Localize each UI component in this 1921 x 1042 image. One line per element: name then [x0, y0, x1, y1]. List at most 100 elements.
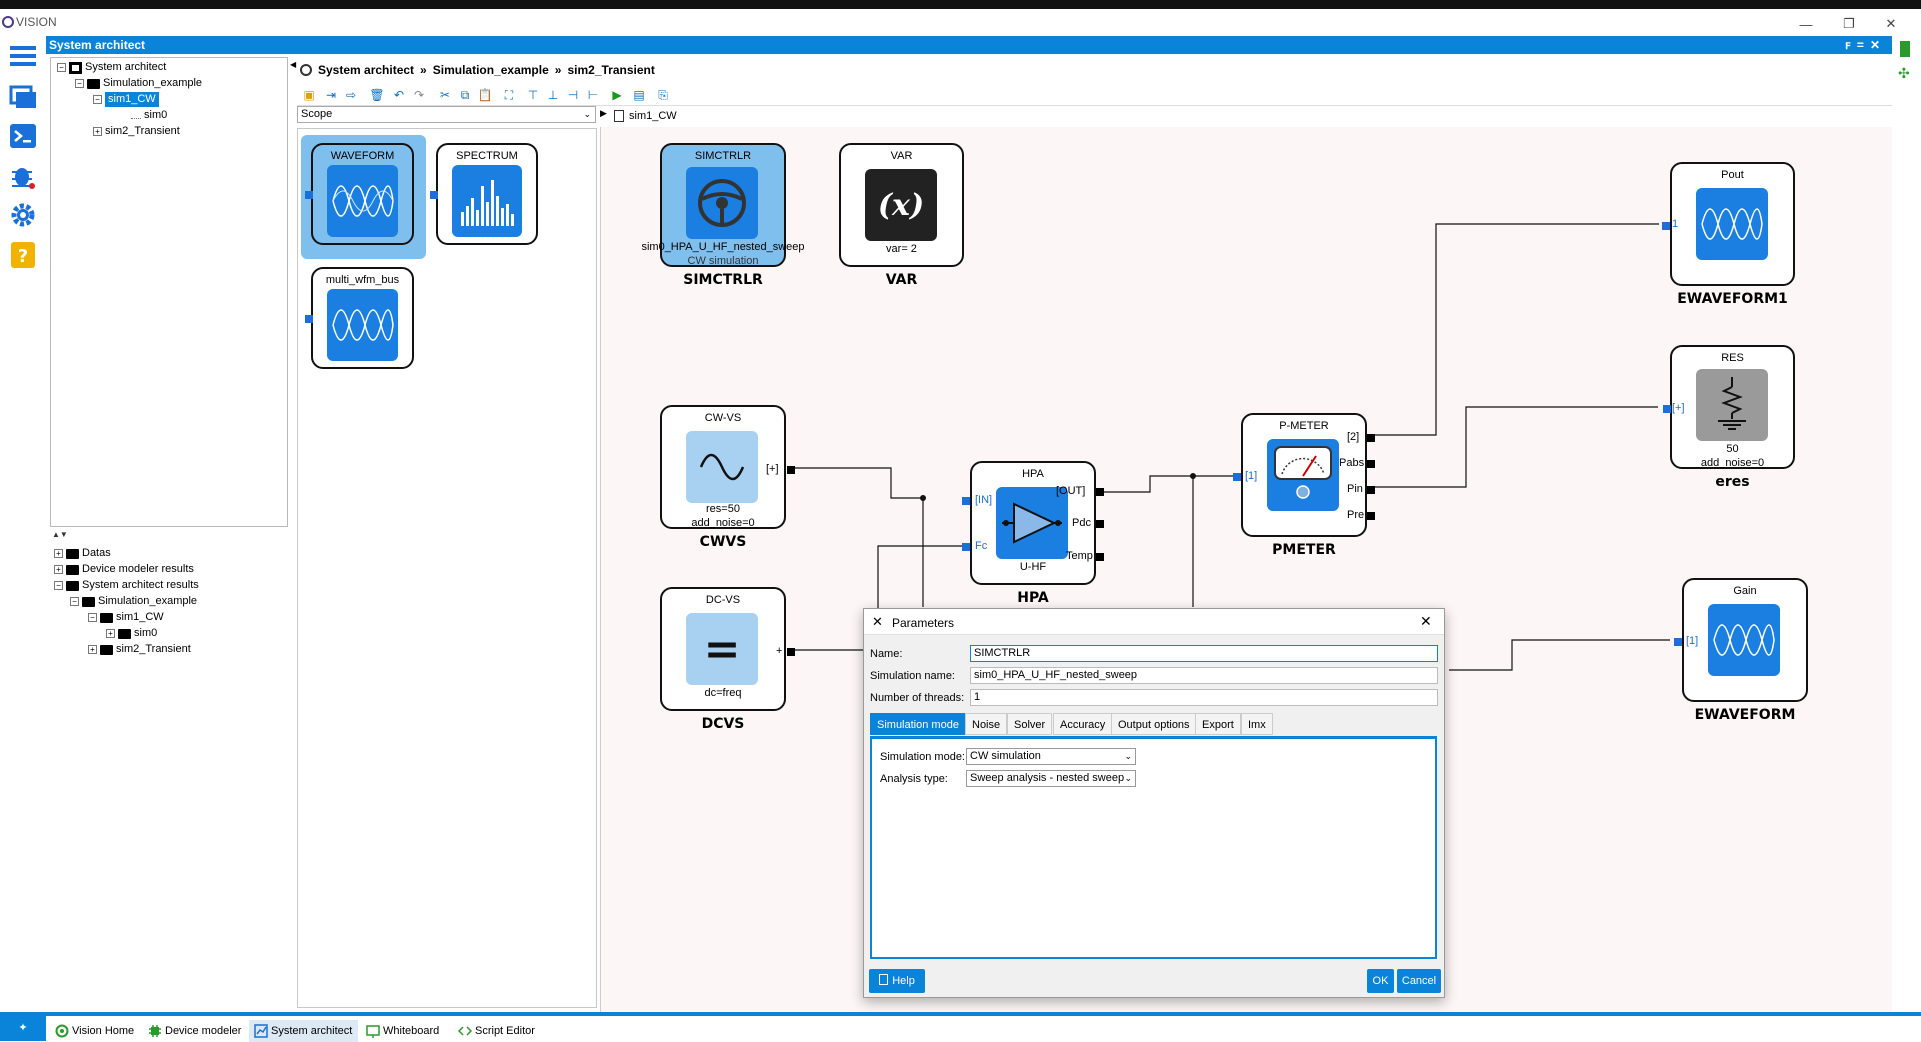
- tree-item-sim1-cw[interactable]: − sim1_CW: [93, 92, 159, 107]
- tab-vision-home[interactable]: Vision Home: [50, 1020, 140, 1042]
- tree-item-simulation-example[interactable]: − Simulation_example: [75, 76, 202, 91]
- minimize-button[interactable]: —: [1799, 16, 1813, 32]
- simulation-mode-select[interactable]: CW simulation ⌄: [966, 748, 1136, 765]
- settings-gear-icon[interactable]: [6, 198, 40, 232]
- output-port-pdc[interactable]: [1096, 520, 1104, 528]
- ok-button[interactable]: OK: [1367, 969, 1394, 993]
- collapse-icon[interactable]: −: [54, 581, 63, 590]
- console-icon[interactable]: ▤: [633, 88, 645, 102]
- align-left-icon[interactable]: ⊣: [567, 88, 579, 102]
- tree-item-device-modeler-results[interactable]: + Device modeler results: [54, 562, 194, 577]
- tab-whiteboard[interactable]: Whiteboard: [361, 1020, 445, 1042]
- run-icon[interactable]: ▶: [612, 88, 622, 102]
- palette-item-multi-wfm-bus[interactable]: multi_wfm_bus: [305, 267, 414, 369]
- input-port[interactable]: [305, 191, 313, 199]
- input-port[interactable]: [305, 315, 313, 323]
- collapse-icon[interactable]: −: [93, 95, 102, 104]
- input-port[interactable]: [1663, 405, 1671, 413]
- input-port[interactable]: [1662, 222, 1670, 230]
- copy-icon[interactable]: ⧉: [460, 87, 470, 102]
- save-icon[interactable]: ▣: [303, 88, 315, 102]
- simulation-name-field[interactable]: sim0_HPA_U_HF_nested_sweep: [970, 667, 1438, 684]
- terminal-icon[interactable]: [6, 119, 40, 153]
- expand-icon[interactable]: +: [93, 127, 102, 136]
- menu-icon[interactable]: [6, 39, 40, 73]
- input-port-in[interactable]: [962, 497, 970, 505]
- redo-icon[interactable]: ↷: [413, 88, 425, 102]
- block-gain[interactable]: Gain [1]: [1674, 578, 1808, 702]
- folders-icon[interactable]: [6, 79, 40, 113]
- help-icon[interactable]: ?: [6, 238, 40, 272]
- tab-accuracy[interactable]: Accuracy: [1053, 713, 1113, 735]
- delete-icon[interactable]: 🗑: [369, 88, 385, 102]
- tree-item-sim2-transient[interactable]: + sim2_Transient: [93, 124, 180, 139]
- expand-icon[interactable]: +: [106, 629, 115, 638]
- bug-icon[interactable]: [6, 159, 40, 193]
- input-port[interactable]: [1674, 638, 1682, 646]
- panel-header-buttons[interactable]: ꜰ=✕: [1845, 38, 1886, 52]
- input-port[interactable]: [430, 191, 438, 199]
- block-cwvs[interactable]: CW-VS res=50 add_noise=0 [+]: [660, 405, 795, 529]
- output-port-2[interactable]: [1367, 434, 1375, 442]
- output-port[interactable]: [787, 466, 795, 474]
- close-window-button[interactable]: ✕: [1885, 16, 1897, 31]
- tab-solver[interactable]: Solver: [1007, 713, 1053, 735]
- document-export-icon[interactable]: ⎘: [658, 87, 668, 102]
- tab-script-editor[interactable]: Script Editor: [453, 1020, 541, 1042]
- tab-noise[interactable]: Noise: [965, 713, 1008, 735]
- block-simctrlr[interactable]: SIMCTRLR: [660, 143, 786, 267]
- block-res[interactable]: RES [+] 50 add_noise=0: [1663, 345, 1795, 469]
- input-port[interactable]: [1233, 473, 1241, 481]
- pin-icon[interactable]: ✣: [1898, 65, 1910, 81]
- export-icon[interactable]: ⇨: [345, 88, 357, 102]
- block-pout[interactable]: Pout 1: [1662, 162, 1795, 286]
- home-icon[interactable]: [300, 64, 312, 76]
- align-right-icon[interactable]: ⊢: [587, 88, 599, 102]
- block-hpa[interactable]: HPA [IN] Fc [OUT] Pdc Temp U-HF: [962, 461, 1104, 585]
- tab-expand-icon[interactable]: ▶: [600, 108, 607, 118]
- cancel-button[interactable]: Cancel: [1397, 969, 1441, 993]
- breadcrumb-item[interactable]: Simulation_example: [432, 63, 549, 77]
- tree-item-system-architect[interactable]: − System architect: [57, 60, 166, 75]
- fit-view-icon[interactable]: ⛶: [504, 87, 514, 102]
- maximize-button[interactable]: ❐: [1843, 16, 1855, 31]
- paste-icon[interactable]: 📋: [477, 88, 493, 102]
- collapse-icon[interactable]: −: [57, 63, 66, 72]
- splitter-arrows-icon[interactable]: ▲▼: [52, 530, 68, 539]
- tree-item-system-architect-results[interactable]: − System architect results: [54, 578, 199, 593]
- collapse-icon[interactable]: −: [75, 79, 84, 88]
- tab-imx[interactable]: Imx: [1241, 713, 1273, 735]
- canvas-tab[interactable]: sim1_CW: [614, 108, 677, 124]
- align-bottom-icon[interactable]: ⊥: [547, 88, 559, 102]
- output-port-temp[interactable]: [1096, 553, 1104, 561]
- tree-item-sim0[interactable]: + sim0: [106, 626, 157, 641]
- align-top-icon[interactable]: ⊤: [527, 88, 539, 102]
- import-icon[interactable]: ⇥: [325, 88, 337, 102]
- tab-simulation-mode[interactable]: Simulation mode: [870, 713, 966, 735]
- output-port-out[interactable]: [1096, 488, 1104, 496]
- output-port-pabs[interactable]: [1367, 460, 1375, 468]
- dialog-titlebar[interactable]: ✕ Parameters ✕: [864, 609, 1444, 635]
- block-dcvs[interactable]: DC-VS = dc=freq +: [660, 587, 795, 711]
- breadcrumb-item[interactable]: System architect: [318, 63, 415, 77]
- cut-icon[interactable]: ✂: [439, 88, 451, 102]
- tree-item-sim1-cw[interactable]: − sim1_CW: [88, 610, 164, 625]
- output-port[interactable]: [787, 648, 795, 656]
- palette-item-waveform[interactable]: WAVEFORM: [305, 143, 414, 245]
- undo-icon[interactable]: ↶: [393, 88, 405, 102]
- scope-select[interactable]: Scope ⌄: [297, 106, 596, 123]
- breadcrumb-item[interactable]: sim2_Transient: [567, 63, 655, 77]
- tab-output-options[interactable]: Output options: [1111, 713, 1197, 735]
- analysis-type-select[interactable]: Sweep analysis - nested sweep ⌄: [966, 770, 1136, 787]
- input-port-fc[interactable]: [962, 543, 970, 551]
- tab-device-modeler[interactable]: Device modeler: [143, 1020, 247, 1042]
- name-field[interactable]: SIMCTRLR: [970, 645, 1438, 662]
- tree-item-datas[interactable]: + Datas: [54, 546, 111, 561]
- palette-item-spectrum[interactable]: SPECTRUM: [430, 143, 538, 245]
- expand-icon[interactable]: +: [88, 645, 97, 654]
- expand-icon[interactable]: +: [54, 565, 63, 574]
- tab-system-architect[interactable]: System architect: [249, 1020, 359, 1042]
- collapse-icon[interactable]: −: [88, 613, 97, 622]
- collapse-arrow-icon[interactable]: ◀: [290, 60, 297, 69]
- dialog-close-button[interactable]: ✕: [1420, 613, 1432, 629]
